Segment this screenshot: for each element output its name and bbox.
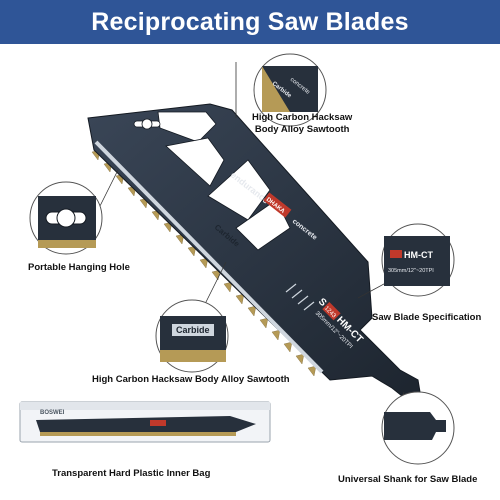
hole-label: Portable Hanging Hole <box>28 262 130 273</box>
blade-ridges <box>285 283 315 311</box>
carbide-callout-circle: Carbide <box>155 299 229 373</box>
tooth-label-line1: High Carbon Hacksaw <box>252 112 353 123</box>
blade-edge-stripe <box>94 140 324 374</box>
spec-circle-size: 305mm/12"~20TPI <box>388 268 434 274</box>
shank-label: Universal Shank for Saw Blade <box>338 474 478 485</box>
tooth-label: High Carbon Hacksaw Body Alloy Sawtooth <box>252 112 352 136</box>
saw-blade <box>87 103 421 397</box>
spec-label: Saw Blade Specification <box>372 312 482 323</box>
plastic-bag-product: BOSWEI <box>19 401 271 443</box>
page-title: Reciprocating Saw Blades <box>91 8 409 36</box>
tooth-label-line2: Body Alloy Sawtooth <box>254 124 350 135</box>
saw-teeth <box>91 149 317 377</box>
spec-circle-text: HM-CT <box>404 250 433 260</box>
bag-label: Transparent Hard Plastic Inner Bag <box>52 468 211 479</box>
bag-text: BOSWEI <box>40 410 65 416</box>
shank-callout-circle <box>381 391 455 465</box>
tip-callout-circle: Carbide concrete <box>253 53 327 127</box>
carbide-circle-text: Carbide <box>176 325 210 335</box>
hanging-hole <box>133 118 161 130</box>
spec-callout-circle: HM-CT 305mm/12"~20TPI <box>381 223 455 297</box>
hole-callout-circle <box>29 181 103 255</box>
carbide-label: High Carbon Hacksaw Body Alloy Sawtooth <box>92 374 290 385</box>
title-banner <box>0 0 500 44</box>
product-illustration: endurance DHAKA concrete Carbide S 1243 … <box>19 53 455 465</box>
blade-cutouts <box>157 111 291 251</box>
